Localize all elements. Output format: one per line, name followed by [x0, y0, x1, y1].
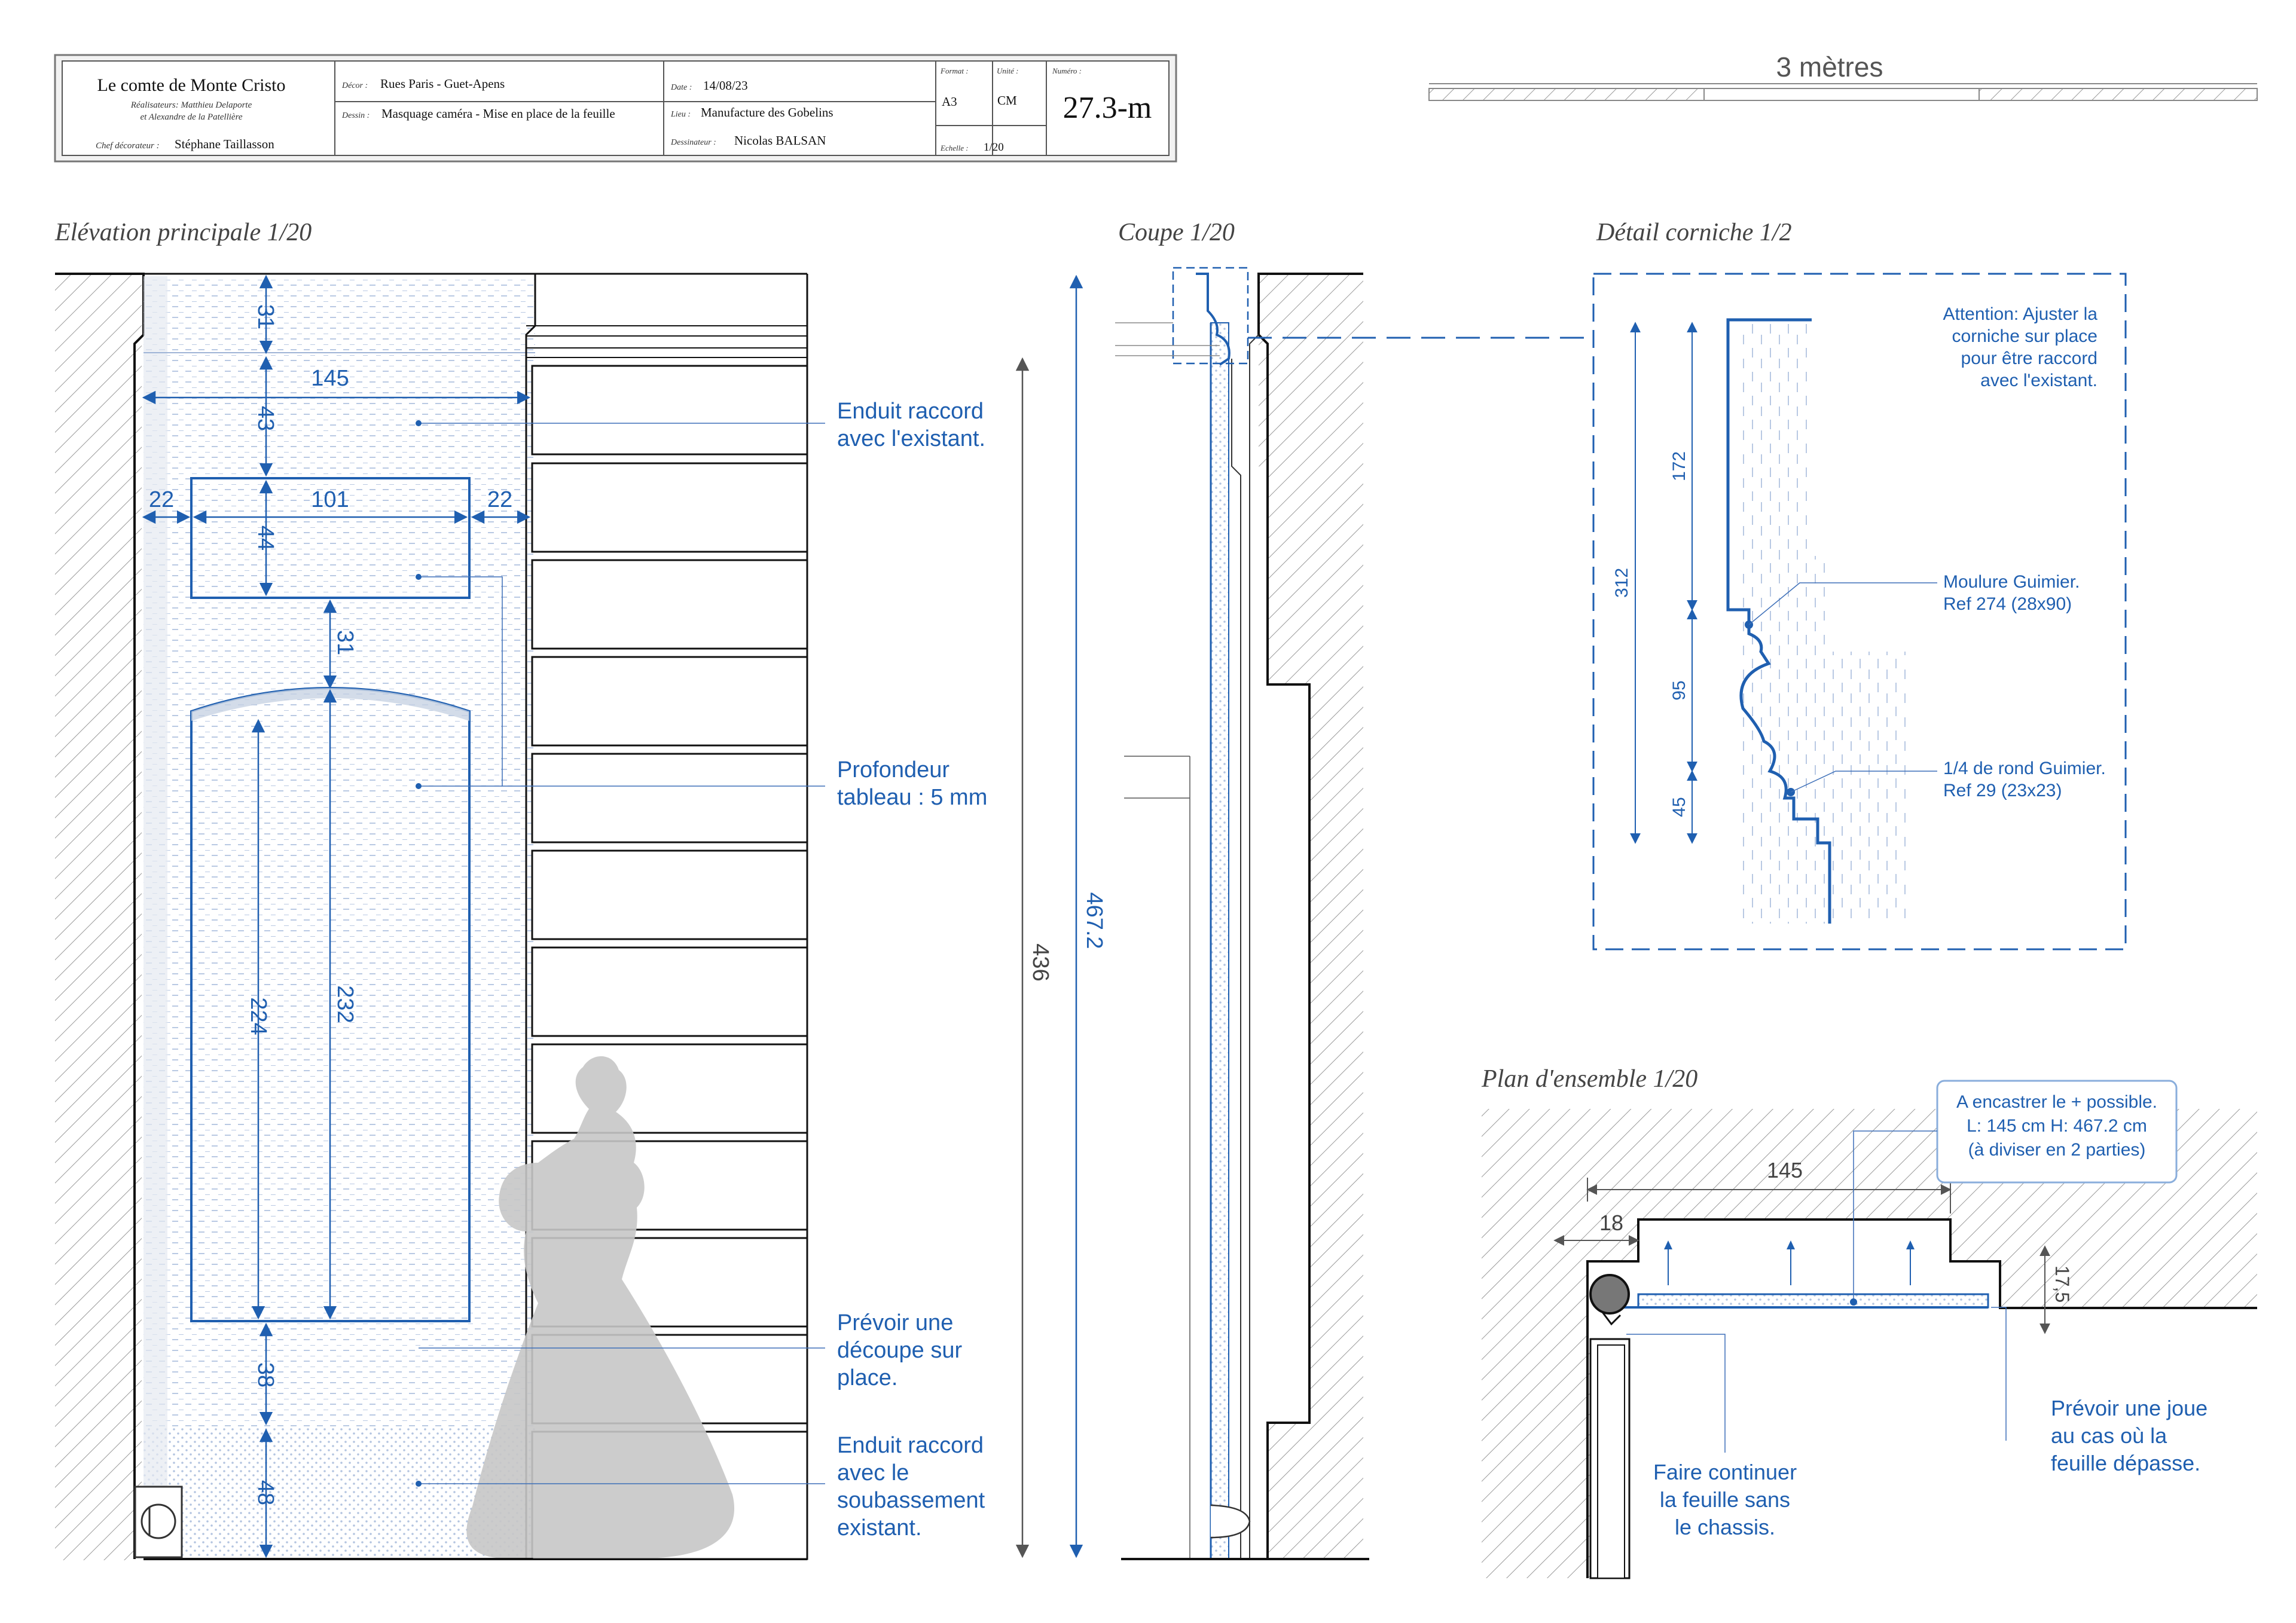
plan-callout — [1936, 1080, 2178, 1184]
chief-name: Stéphane Taillasson — [175, 137, 274, 151]
cornice-profile — [1726, 318, 1831, 924]
plan-view: Plan d'ensemble 1/20 145 18 17,5 — [1481, 1065, 2257, 1579]
callout-line2: L: 145 cm H: 467.2 cm — [1967, 1116, 2147, 1136]
dim-panel-height: 44 — [253, 525, 278, 551]
dim-arch-total: 232 — [332, 985, 358, 1023]
elevation-title: Elévation principale 1/20 — [54, 219, 312, 246]
note-profondeur-line2: tableau : 5 mm — [837, 785, 987, 810]
rond-line1: 1/4 de rond Guimier. — [1943, 759, 2106, 778]
lieu-label: Lieu : — [670, 110, 691, 119]
dim-total-inner: 436 — [1028, 943, 1053, 981]
coupe-detail-frame — [1172, 267, 1249, 365]
title-block: Le comte de Monte Cristo Réalisateurs: M… — [54, 54, 1177, 163]
date-label: Date : — [670, 83, 692, 92]
scale-label: 3 mètres — [1776, 51, 1883, 82]
coupe-title: Coupe 1/20 — [1118, 219, 1235, 246]
plan-note-left-1: Faire continuer — [1653, 1460, 1797, 1484]
detail-dim-middle: 95 — [1669, 680, 1689, 700]
note-profondeur-line1: Profondeur — [837, 757, 949, 783]
unite-value: CM — [997, 93, 1017, 108]
dim-arch-inner: 224 — [246, 997, 271, 1035]
dim-total: 467.2 — [1082, 892, 1107, 949]
note-enduit-2-line2: avec le — [837, 1460, 909, 1486]
detail-title: Détail corniche 1/2 — [1596, 219, 1792, 246]
note-decoupe-line2: découpe sur — [837, 1338, 962, 1363]
unite-label: Unité : — [997, 66, 1018, 75]
callout-line1: A encastrer le + possible. — [1956, 1092, 2157, 1112]
note-enduit-2-line4: existant. — [837, 1515, 922, 1541]
detail-note-line2: corniche sur place — [1952, 326, 2097, 346]
dessin-value: Masquage caméra - Mise en place de la fe… — [381, 106, 615, 121]
note-enduit-1-line2: avec l'existant. — [837, 426, 985, 451]
plan-note-right-2: au cas où la — [2051, 1423, 2167, 1448]
moulure-line2: Ref 274 (28x90) — [1943, 594, 2072, 614]
lieu-value: Manufacture des Gobelins — [701, 105, 833, 120]
plan-title: Plan d'ensemble 1/20 — [1481, 1065, 1697, 1093]
dim-upper-gap: 43 — [253, 406, 278, 431]
note-decoupe-line1: Prévoir une — [837, 1310, 953, 1335]
dim-lower-gap: 38 — [253, 1362, 278, 1387]
project-title: Le comte de Monte Cristo — [97, 75, 286, 95]
plan-panel — [1637, 1293, 1989, 1309]
note-decoupe-line3: place. — [837, 1365, 897, 1390]
format-label: Format : — [940, 66, 969, 75]
upper-panel — [190, 477, 471, 599]
detail-note-line1: Attention: Ajuster la — [1943, 304, 2098, 324]
format-value: A3 — [942, 94, 957, 109]
figure-silhouette — [466, 1056, 735, 1558]
plan-dim-width: 145 — [1767, 1158, 1803, 1182]
plan-dim-depth: 17,5 — [2051, 1266, 2073, 1303]
plan-note-right-3: feuille dépasse. — [2051, 1451, 2200, 1475]
detail-dim-upper: 172 — [1669, 451, 1689, 481]
panel-area — [144, 276, 535, 1427]
dim-side-left: 22 — [149, 487, 174, 512]
echelle-value: 1/20 — [984, 141, 1004, 154]
note-enduit-2-line1: Enduit raccord — [837, 1433, 984, 1458]
note-enduit-2-line3: soubassement — [837, 1488, 985, 1513]
detail-frame — [1592, 273, 2127, 950]
rond-line2: Ref 29 (23x23) — [1943, 781, 2062, 800]
numero-value: 27.3-m — [1063, 91, 1152, 125]
decor-label: Décor : — [341, 81, 368, 90]
dim-base: 48 — [253, 1480, 278, 1505]
numero-label: Numéro : — [1052, 66, 1082, 75]
callout-line3: (à diviser en 2 parties) — [1968, 1140, 2146, 1160]
moulure-line1: Moulure Guimier. — [1943, 572, 2080, 592]
dim-side-right: 22 — [487, 487, 512, 512]
detail-note-line3: pour être raccord — [1961, 349, 2097, 368]
plan-dim-offset: 18 — [1599, 1211, 1623, 1235]
plan-note-left-3: le chassis. — [1675, 1515, 1775, 1539]
coupe-view: Coupe 1/20 — [1115, 219, 1593, 1560]
plan-note-right-1: Prévoir une joue — [2051, 1396, 2208, 1420]
dim-panel-width: 101 — [311, 487, 349, 512]
dim-top-band: 31 — [253, 304, 278, 329]
detail-corniche-view: Détail corniche 1/2 312 172 95 45 Attent… — [1592, 219, 2127, 950]
detail-dim-lower: 45 — [1669, 797, 1689, 817]
chief-label: Chef décorateur : — [96, 141, 160, 151]
coupe-panel — [1210, 322, 1229, 1560]
plan-note-left-2: la feuille sans — [1660, 1487, 1790, 1512]
detail-note-line4: avec l'existant. — [1980, 371, 2097, 390]
detail-dim-total: 312 — [1612, 568, 1632, 598]
scale-bar: 3 mètres — [1428, 51, 2258, 101]
dessinateur-label: Dessinateur : — [670, 138, 716, 147]
elevation-view: Elévation principale 1/20 — [54, 219, 1107, 1560]
directors-line-1: Réalisateurs: Matthieu Delaporte — [130, 100, 252, 110]
dessinateur-value: Nicolas BALSAN — [734, 133, 826, 148]
directors-line-2: et Alexandre de la Patellière — [140, 112, 242, 122]
note-enduit-1-line1: Enduit raccord — [837, 399, 984, 424]
dessin-label: Dessin : — [341, 111, 370, 120]
echelle-label: Echelle : — [940, 143, 969, 152]
decor-value: Rues Paris - Guet-Apens — [380, 77, 505, 91]
dim-between: 31 — [332, 630, 358, 655]
dim-width-total: 145 — [311, 366, 349, 391]
date-value: 14/08/23 — [703, 78, 748, 93]
